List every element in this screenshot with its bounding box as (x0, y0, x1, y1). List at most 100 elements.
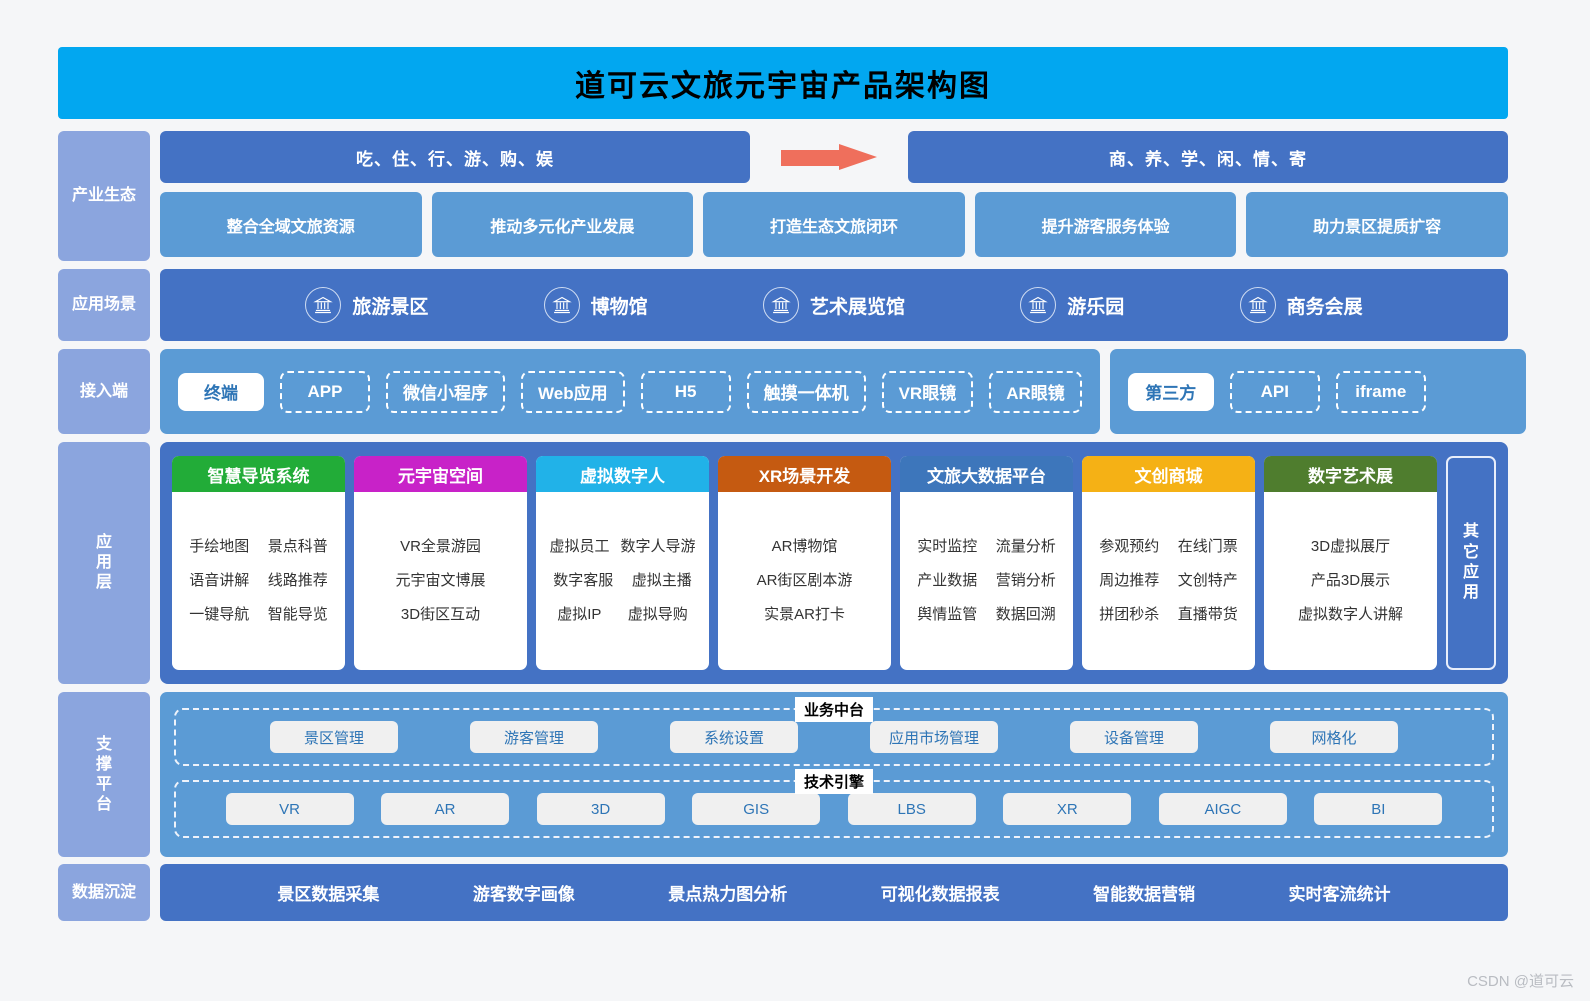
application-card-row: 虚拟员工数字人导游 (544, 535, 701, 556)
application-card-row: 舆情监管数据回溯 (908, 603, 1065, 624)
application-feature[interactable]: 直播带货 (1177, 605, 1238, 623)
ecosystem-card-2[interactable]: 打造生态文旅闭环 (703, 192, 965, 257)
support-item-0-3[interactable]: 应用市场管理 (870, 721, 998, 753)
application-feature[interactable]: 周边推荐 (1099, 571, 1160, 589)
support-item-0-4[interactable]: 设备管理 (1070, 721, 1198, 753)
support-item-0-0[interactable]: 景区管理 (270, 721, 398, 753)
application-feature[interactable]: 虚拟导购 (627, 605, 688, 623)
application-feature[interactable]: 数据回溯 (995, 605, 1056, 623)
scenario-item-0[interactable]: 旅游景区 (305, 287, 428, 323)
application-feature[interactable]: VR全景游园 (400, 537, 481, 555)
support-item-1-4[interactable]: LBS (847, 793, 976, 825)
application-feature[interactable]: 3D街区互动 (400, 605, 481, 623)
terminal-chip-6[interactable]: AR眼镜 (989, 370, 1082, 413)
application-feature[interactable]: 虚拟IP (557, 605, 602, 623)
application-feature[interactable]: 元宇宙文博展 (395, 571, 486, 589)
other-applications-box[interactable]: 其它应用 (1446, 456, 1496, 670)
third-party-chip-0[interactable]: API (1229, 370, 1320, 413)
application-card-body: 实时监控流量分析产业数据营销分析舆情监管数据回溯 (900, 492, 1073, 670)
support-item-1-7[interactable]: BI (1314, 793, 1443, 825)
ecosystem-card-1[interactable]: 推动多元化产业发展 (431, 192, 694, 257)
application-feature[interactable]: 舆情监管 (917, 605, 978, 623)
terminal-active-chip[interactable]: 终端 (178, 372, 264, 411)
application-feature[interactable]: 一键导航 (189, 605, 250, 623)
support-item-1-5[interactable]: XR (1003, 793, 1132, 825)
terminal-chip-1[interactable]: 微信小程序 (386, 370, 505, 413)
scenario-item-1[interactable]: 博物馆 (543, 287, 648, 323)
terminal-chip-4[interactable]: 触摸一体机 (746, 370, 866, 413)
application-feature[interactable]: 手绘地图 (189, 537, 250, 555)
application-feature[interactable]: 3D虚拟展厅 (1310, 537, 1391, 555)
ecosystem-pill-left: 吃、住、行、游、购、娱 (160, 131, 750, 183)
application-feature[interactable]: 虚拟数字人讲解 (1297, 605, 1403, 623)
application-feature[interactable]: 景点科普 (267, 537, 328, 555)
terminal-chip-0[interactable]: APP (280, 370, 370, 413)
application-feature[interactable]: 文创特产 (1177, 571, 1238, 589)
data-item-3[interactable]: 可视化数据报表 (880, 885, 1000, 904)
application-feature[interactable]: 产品3D展示 (1310, 571, 1391, 589)
third-party-chip-1[interactable]: iframe (1335, 370, 1426, 413)
support-item-0-5[interactable]: 网格化 (1270, 721, 1398, 753)
side-label-data-precipitation: 数据沉淀 (58, 864, 150, 921)
application-feature[interactable]: 线路推荐 (267, 571, 328, 589)
application-feature[interactable]: 虚拟员工 (549, 537, 610, 555)
ecosystem-card-4[interactable]: 助力景区提质扩容 (1246, 192, 1508, 257)
application-card-row: 虚拟IP 虚拟导购 (544, 603, 701, 624)
terminal-chip-3[interactable]: H5 (640, 370, 731, 413)
application-feature[interactable]: 智能导览 (267, 605, 328, 623)
application-feature[interactable]: 产业数据 (917, 571, 978, 589)
application-feature[interactable]: 实时监控 (917, 537, 978, 555)
scenario-label: 游乐园 (1067, 296, 1125, 318)
terminal-chip-group: 终端 APP 微信小程序 Web应用 H5 触摸一体机 VR眼镜 AR眼镜 (160, 349, 1100, 434)
application-feature[interactable]: 数字客服 (553, 571, 614, 589)
support-item-1-3[interactable]: GIS (692, 793, 821, 825)
scenario-label: 博物馆 (590, 296, 648, 318)
application-card-0[interactable]: 智慧导览系统手绘地图景点科普语音讲解线路推荐一键导航智能导览 (172, 456, 345, 670)
row-application-scenarios: 应用场景 旅游景区博物馆艺术展览馆游乐园商务会展 (58, 269, 1508, 341)
support-item-1-2[interactable]: 3D (536, 793, 665, 825)
application-card-row: 3D街区互动 (362, 603, 519, 624)
data-item-2[interactable]: 景点热力图分析 (668, 885, 788, 904)
application-feature[interactable]: 实景AR打卡 (764, 605, 845, 623)
application-feature[interactable]: 在线门票 (1177, 537, 1238, 555)
application-feature[interactable]: 参观预约 (1099, 537, 1160, 555)
support-item-1-6[interactable]: AIGC (1158, 793, 1287, 825)
scenario-item-4[interactable]: 商务会展 (1239, 287, 1363, 323)
application-feature[interactable]: 虚拟主播 (631, 571, 692, 589)
application-feature[interactable]: 营销分析 (995, 571, 1056, 589)
application-feature[interactable]: 流量分析 (995, 537, 1056, 555)
application-card-5[interactable]: 文创商城参观预约在线门票周边推荐文创特产拼团秒杀直播带货 (1082, 456, 1255, 670)
side-label-support-platform: 支撑平台 (58, 692, 150, 857)
support-item-1-0[interactable]: VR (225, 793, 354, 825)
application-card-title: 数字艺术展 (1264, 456, 1437, 492)
ecosystem-card-0[interactable]: 整合全域文旅资源 (160, 192, 422, 257)
application-feature[interactable]: AR博物馆 (771, 537, 838, 555)
application-card-body: VR全景游园元宇宙文博展 3D街区互动 (354, 492, 527, 670)
scenario-item-2[interactable]: 艺术展览馆 (762, 287, 905, 323)
side-label-industry-ecosystem: 产业生态 (58, 131, 150, 261)
support-item-1-1[interactable]: AR (381, 793, 510, 825)
application-feature[interactable]: 拼团秒杀 (1099, 605, 1160, 623)
application-feature[interactable]: 语音讲解 (189, 571, 250, 589)
application-feature[interactable]: AR街区剧本游 (756, 571, 853, 589)
application-card-4[interactable]: 文旅大数据平台实时监控流量分析产业数据营销分析舆情监管数据回溯 (900, 456, 1073, 670)
data-item-4[interactable]: 智能数据营销 (1093, 885, 1196, 904)
scenario-item-3[interactable]: 游乐园 (1020, 287, 1124, 323)
application-feature[interactable]: 数字人导游 (620, 537, 696, 555)
third-party-active-chip[interactable]: 第三方 (1127, 372, 1214, 411)
data-item-1[interactable]: 游客数字画像 (472, 885, 575, 904)
support-group-caption: 技术引擎 (794, 769, 874, 794)
terminal-chip-5[interactable]: VR眼镜 (881, 370, 974, 413)
data-item-5[interactable]: 实时客流统计 (1288, 885, 1391, 904)
support-item-0-1[interactable]: 游客管理 (470, 721, 598, 753)
terminal-chip-2[interactable]: Web应用 (521, 370, 625, 413)
application-card-row: 产业数据营销分析 (908, 569, 1065, 590)
support-item-0-2[interactable]: 系统设置 (670, 721, 798, 753)
ecosystem-card-3[interactable]: 提升游客服务体验 (974, 192, 1237, 257)
application-card-6[interactable]: 数字艺术展 3D虚拟展厅产品3D展示虚拟数字人讲解 (1264, 456, 1437, 670)
data-item-0[interactable]: 景区数据采集 (277, 885, 380, 904)
